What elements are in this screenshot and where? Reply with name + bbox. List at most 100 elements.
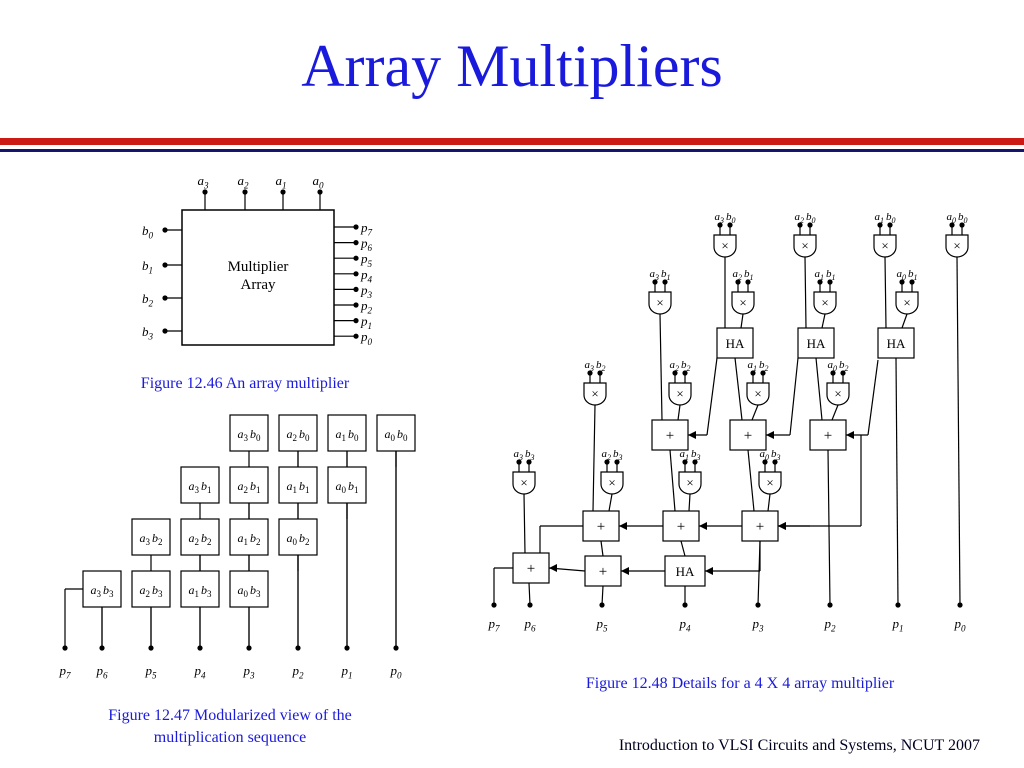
gate-input-dot (727, 222, 733, 228)
p-output-label-6: p6 (360, 236, 373, 254)
fig48-caption: Figure 12.48 Details for a 4 X 4 array m… (585, 675, 895, 692)
p-output-dot (353, 255, 359, 261)
and-gate-body (731, 291, 755, 315)
module-box (229, 518, 269, 556)
gate-input-dot (597, 370, 603, 376)
full-adder: + (729, 419, 767, 451)
p-output-label-4: p4 (360, 267, 373, 285)
and-gate-body (758, 471, 782, 495)
module-box (82, 570, 122, 608)
b-input-label-3: b3 (142, 324, 154, 342)
gate-input-dot (717, 222, 723, 228)
wire (789, 357, 799, 436)
full-adder: + (741, 510, 779, 542)
full-adder-label: + (824, 428, 832, 444)
arrowhead (699, 522, 707, 530)
output-label-p4: p4 (193, 663, 206, 681)
half-adder-box (664, 555, 706, 587)
wire (757, 540, 761, 606)
output-label-p1: p1 (340, 663, 352, 681)
and-gate-body (873, 234, 897, 258)
wire (815, 357, 823, 421)
full-adder: + (512, 552, 550, 584)
full-adder-box (809, 419, 847, 451)
gate-input-dot (807, 222, 813, 228)
fig47-caption: Figure 12.47 Modularized view of the mul… (60, 705, 400, 749)
full-adder-label: + (597, 519, 605, 535)
arrowhead (766, 431, 774, 439)
a-input-label-3: a3 (197, 173, 209, 191)
box-label-line-2: Array (241, 277, 276, 293)
p-output-dot (353, 333, 359, 339)
b-input-label-1: b1 (142, 258, 153, 276)
output-label-p3: p3 (242, 663, 255, 681)
output-dot-p5 (148, 645, 154, 651)
gate-symbol: × (881, 238, 888, 253)
output-label-p1: p1 (891, 616, 903, 634)
output-label-p6: p6 (95, 663, 108, 681)
half-adder-label: HA (887, 336, 906, 351)
output-dot-p2 (295, 645, 301, 651)
arrowhead (705, 567, 713, 575)
gate-input-dot (840, 370, 846, 376)
a-input-dot (242, 189, 248, 195)
wire (751, 404, 759, 421)
gate-symbol: × (766, 475, 773, 490)
full-adder: + (651, 419, 689, 451)
half-adder: HA (664, 555, 706, 587)
output-label-p5: p5 (144, 663, 157, 681)
p-output-dot (353, 240, 359, 246)
gate-input-dot (760, 370, 766, 376)
module-box (278, 518, 318, 556)
output-label-p0: p0 (953, 616, 966, 634)
gate-symbol: × (754, 386, 761, 401)
full-adder-box (729, 419, 767, 451)
arrowhead (621, 567, 629, 575)
a-input-dot (280, 189, 286, 195)
output-label-p7: p7 (58, 663, 71, 681)
and-gate-body (678, 471, 702, 495)
output-dot-p1 (344, 645, 350, 651)
output-dot-p7 (62, 645, 68, 651)
p-output-label-7: p7 (360, 220, 373, 238)
full-adder-label: + (677, 519, 685, 535)
gate-input-dot (587, 370, 593, 376)
gate-symbol: × (520, 475, 527, 490)
full-adder-label: + (666, 428, 674, 444)
wire (600, 540, 604, 557)
full-adder: + (809, 419, 847, 451)
half-adder-label: HA (676, 564, 695, 579)
output-label-p3: p3 (751, 616, 764, 634)
multiplier-array-box (181, 209, 335, 346)
and-gate-body (713, 234, 737, 258)
gate-input-dot (652, 279, 658, 285)
wire (677, 404, 681, 421)
gate-symbol: × (953, 238, 960, 253)
